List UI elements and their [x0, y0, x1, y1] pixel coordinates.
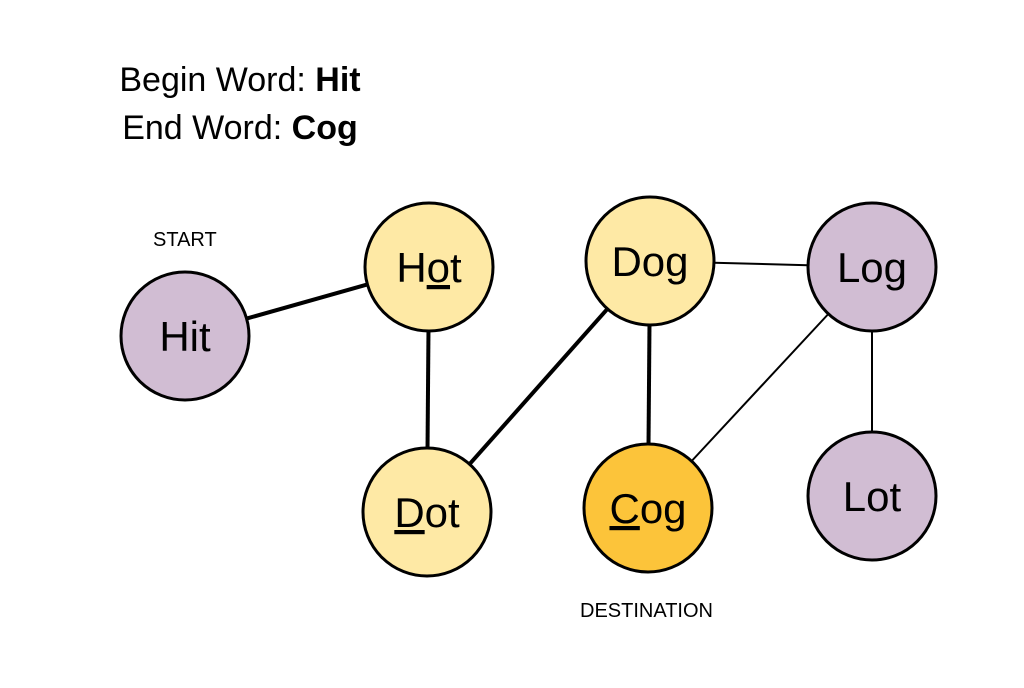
- node-dot: Dot: [361, 446, 493, 578]
- node-label-part: Log: [837, 244, 907, 291]
- node-circle-lot: [806, 430, 938, 562]
- edge-hot-dot: [425, 330, 431, 449]
- node-circle-dog: [584, 195, 716, 327]
- end-word-label: End Word:: [122, 109, 292, 147]
- node-circle-log: [806, 201, 938, 333]
- start-caption: START: [153, 229, 217, 251]
- node-label-part: Do: [611, 238, 665, 285]
- graph-edges: [246, 261, 873, 466]
- node-hit: Hit: [119, 270, 251, 402]
- node-label-part: C: [609, 485, 639, 532]
- edge-dog-log: [713, 261, 809, 267]
- begin-word-label: Begin Word:: [119, 61, 316, 99]
- node-label-part: og: [640, 485, 687, 532]
- begin-word-value: Hit: [315, 61, 361, 99]
- node-label-dot: Dot: [394, 489, 460, 536]
- node-label-dog: Dog: [611, 238, 688, 285]
- node-label-part: H: [396, 244, 426, 291]
- destination-caption: DESTINATION: [580, 600, 713, 622]
- node-label-hot: Hot: [396, 244, 462, 291]
- node-label-part: t: [450, 244, 462, 291]
- node-circle-hot: [363, 201, 495, 333]
- node-label-part: g: [665, 238, 688, 285]
- node-label-hit: Hit: [159, 313, 211, 360]
- node-circle-hit: [119, 270, 251, 402]
- node-hot: Hot: [363, 201, 495, 333]
- node-label-part: Lot: [843, 473, 902, 520]
- node-label-part: D: [394, 489, 424, 536]
- node-log: Log: [806, 201, 938, 333]
- node-label-part: o: [427, 244, 450, 291]
- node-label-lot: Lot: [843, 473, 902, 520]
- end-word-line: End Word: Cog: [60, 108, 420, 148]
- node-label-part: ot: [425, 489, 460, 536]
- node-circle-dot: [361, 446, 493, 578]
- node-circle-cog: [582, 442, 714, 574]
- node-label-part: Hit: [159, 313, 211, 360]
- edge-dog-cog: [646, 324, 652, 445]
- node-lot: Lot: [806, 430, 938, 562]
- begin-word-line: Begin Word: Hit: [60, 60, 420, 100]
- node-label-cog: Cog: [609, 485, 686, 532]
- edge-dot-dog: [468, 307, 609, 466]
- edge-log-cog: [690, 313, 830, 462]
- edge-hit-hot: [246, 282, 368, 321]
- node-cog: Cog: [582, 442, 714, 574]
- node-dog: Dog: [584, 195, 716, 327]
- end-word-value: Cog: [291, 109, 358, 147]
- node-label-log: Log: [837, 244, 907, 291]
